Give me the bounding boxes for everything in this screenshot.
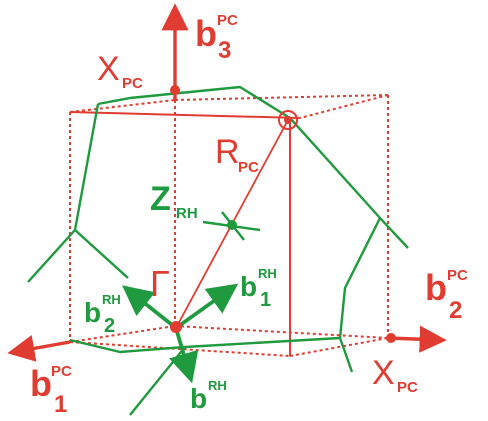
pseudocubic-cell-dotted-edges [69,94,389,357]
x-pc-right-label: X [372,354,395,392]
b1-pc-axis [7,335,71,362]
b2-rh-label: b [84,297,101,328]
gamma-label: Γ [150,263,170,304]
b1-rh-label: b [240,271,257,302]
b3-rh-vector [169,327,199,384]
x-pc-top-point [170,85,180,95]
b1-rh-vector [174,283,239,330]
b1-pc-sup: PC [51,363,72,380]
z-rh-point [227,220,237,230]
b3-pc-sub: 3 [218,37,231,64]
r-pc-label: R [215,133,240,171]
b2-pc-sub: 2 [449,297,462,324]
b1-pc-sub: 1 [54,391,67,418]
b3-rh-label: b [190,383,207,414]
z-rh-sub: RH [176,205,198,222]
x-pc-top-label: X [97,50,120,88]
b2-rh-sup: RH [102,292,121,307]
r-pc-point [278,110,298,130]
b3-pc-label: b [195,13,217,54]
pseudocubic-cell-solid-edges [69,111,301,356]
b2-pc-axis [387,325,447,353]
gamma-point [170,321,182,333]
b3-rh-sup: RH [208,378,227,393]
x-pc-right-sub: PC [397,379,418,396]
b1-rh-sup: RH [258,266,277,281]
b2-rh-vector [122,285,178,330]
z-rh-label: Z [150,180,171,218]
b2-pc-label: b [425,267,447,308]
b1-rh-sub: 1 [260,289,271,311]
b3-pc-sup: PC [217,12,238,29]
b1-pc-label: b [30,363,52,404]
x-pc-top-sub: PC [122,75,143,92]
b2-rh-sub: 2 [104,315,115,337]
x-pc-right-point [386,333,396,343]
b2-pc-sup: PC [447,267,468,284]
rhombohedral-brillouin-zone [27,85,409,416]
r-pc-sub: PC [238,159,259,176]
